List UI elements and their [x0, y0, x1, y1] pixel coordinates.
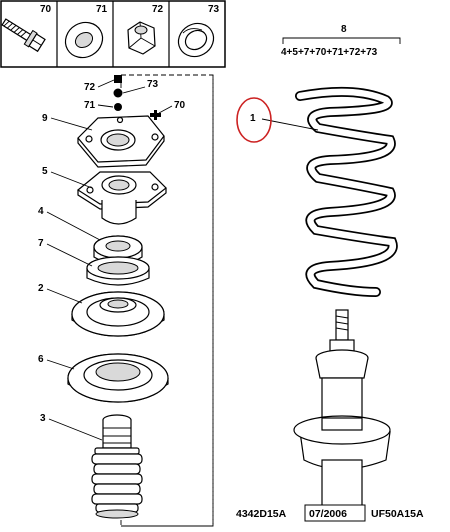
callout-1-label: 1: [250, 113, 256, 124]
footer-variant: UF50A15A: [371, 508, 424, 520]
callout-3: 3: [40, 413, 46, 424]
kit-formula: 8 4+5+7+70+71+72+73: [281, 24, 401, 58]
callout-4: 4: [38, 206, 44, 217]
callout-2: 2: [38, 283, 44, 294]
upper-mount-plate: [77, 115, 165, 168]
spring-insulator: [67, 353, 169, 403]
washer-marker-top: [113, 88, 123, 98]
highlight-circle: [236, 97, 272, 143]
bump-stop: [91, 414, 143, 519]
footer-reference: 4342D15A 07/2006 UF50A15A: [236, 504, 424, 522]
nut-icon: [127, 21, 156, 55]
bearing-ring: [86, 256, 150, 286]
footer-date: 07/2006: [309, 508, 347, 520]
label-washer-top: 73: [147, 79, 159, 90]
washer-marker-bottom: [114, 103, 122, 111]
shock-absorber: [293, 309, 391, 511]
label-nut: 72: [84, 82, 96, 93]
legend-num-73: 73: [208, 4, 220, 15]
label-washer-bottom: 71: [84, 100, 96, 111]
legend-num-70: 70: [40, 4, 52, 15]
hardware-legend: 70 71 72 73: [0, 0, 226, 68]
legend-num-72: 72: [152, 4, 164, 15]
upper-spring-seat: [71, 291, 165, 337]
hardware-stack: 72 73 71 70: [84, 75, 186, 120]
callout-6: 6: [38, 354, 44, 365]
kit-number: 8: [341, 24, 347, 35]
callouts-left: 9 5 4 7 2 6 3: [38, 113, 103, 441]
strut-mount: [76, 171, 167, 225]
coil-spring: [295, 86, 398, 297]
callout-5: 5: [42, 166, 48, 177]
kit-formula-text: 4+5+7+70+71+72+73: [281, 47, 378, 58]
bolt-marker: [150, 110, 161, 120]
legend-num-71: 71: [96, 4, 108, 15]
nut-marker: [114, 75, 122, 83]
callout-1: 1: [236, 97, 319, 143]
washer-icon: [177, 22, 215, 58]
callout-9: 9: [42, 113, 48, 124]
bolt-icon: [1, 18, 46, 53]
label-bolt: 70: [174, 100, 186, 111]
callout-7: 7: [38, 238, 44, 249]
washer-icon: [64, 21, 104, 59]
footer-ref-code: 4342D15A: [236, 508, 287, 520]
bearing: [93, 235, 143, 266]
